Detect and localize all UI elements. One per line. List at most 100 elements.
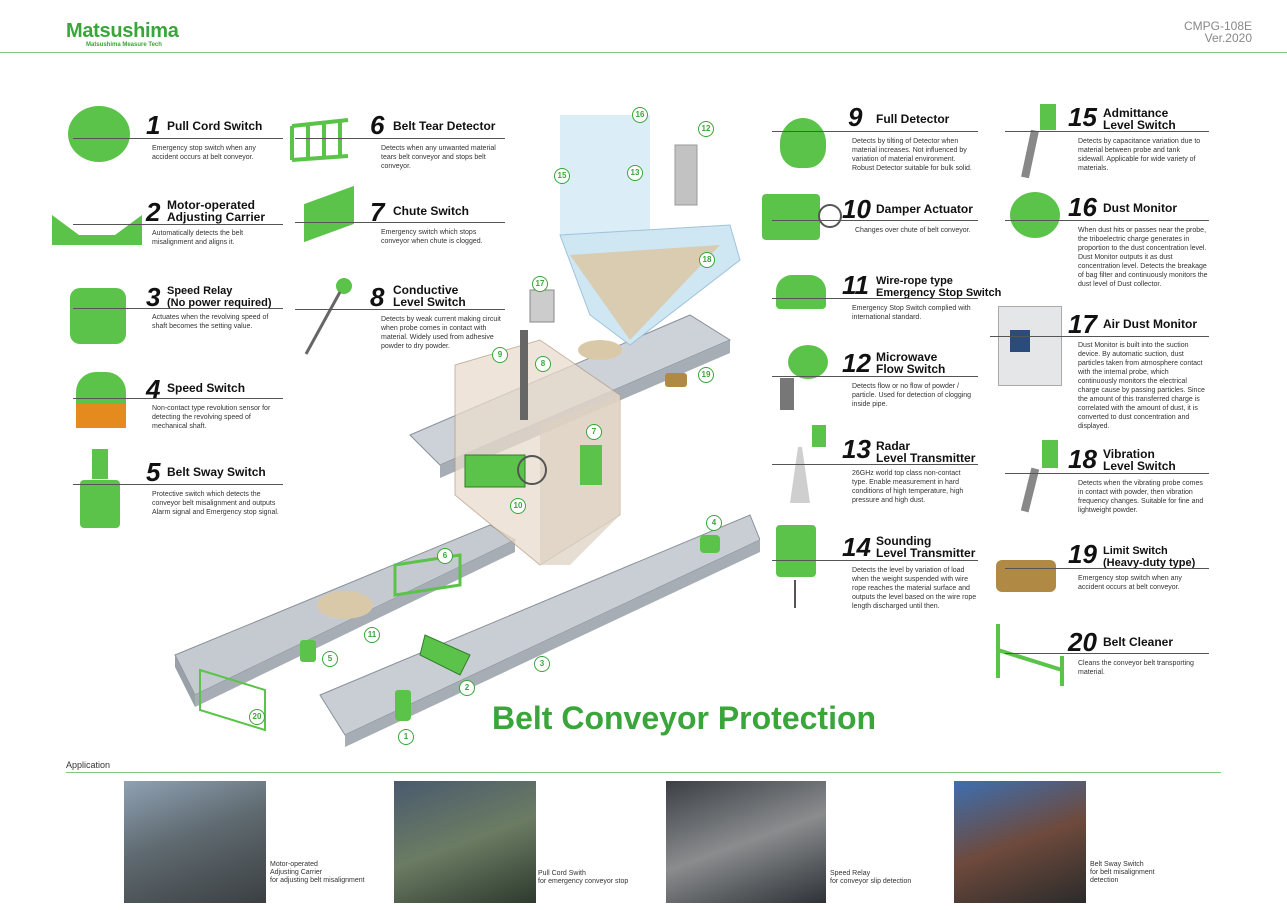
vibration-probe-icon (1020, 467, 1040, 513)
air-dust-display-icon (1010, 330, 1030, 352)
application-caption: Motor-operated Adjusting Carrier for adj… (270, 861, 365, 884)
item-description: Dust Monitor is built into the suction d… (1078, 342, 1205, 430)
diagram-tag-8: 8 (535, 356, 551, 372)
diagram-tag-20: 20 (249, 709, 265, 725)
item-title: Microwave Flow Switch (876, 350, 946, 376)
item-number: 7 (370, 197, 385, 227)
item-description: Detects when the vibrating probe comes i… (1078, 480, 1204, 514)
item-title: Damper Actuator (876, 202, 973, 216)
item-description: When dust hits or passes near the probe,… (1078, 227, 1208, 288)
air-dust-monitor-icon (998, 306, 1062, 386)
item-number: 11 (842, 270, 869, 300)
flow-switch-probe-icon (780, 378, 794, 410)
item-number: 3 (146, 282, 161, 312)
item-title: Sounding Level Transmitter (876, 534, 976, 560)
item-number: 9 (848, 102, 863, 132)
application-caption: Pull Cord Swith for emergency conveyor s… (538, 870, 629, 885)
diagram-tag-9: 9 (492, 347, 508, 363)
application-photo-speed-relay (666, 781, 826, 903)
wire-rope-switch-icon (776, 275, 826, 309)
item-number: 6 (370, 110, 385, 140)
item-description: 26GHz world top class non-contact type. … (852, 470, 964, 504)
item-description: Detects flow or no flow of powder / part… (852, 383, 972, 408)
item-number: 10 (842, 194, 871, 224)
item-title: Pull Cord Switch (167, 119, 263, 133)
item-title: Wire-rope type Emergency Stop Switch (876, 275, 1002, 299)
item-title: Admittance Level Switch (1103, 106, 1176, 132)
item-description: Non-contact type revolution sensor for d… (152, 405, 271, 430)
item-number: 1 (146, 110, 161, 140)
item-description: Changes over chute of belt conveyor. (855, 227, 971, 234)
item-divider (1005, 220, 1209, 221)
item-number: 4 (146, 374, 161, 404)
brand-subtitle: Matsushima Measure Tech (86, 42, 162, 48)
item-title: Chute Switch (393, 204, 470, 218)
diagram-tag-13: 13 (627, 165, 643, 181)
speed-switch-base-icon (76, 404, 126, 428)
full-detector-icon (780, 118, 826, 168)
application-photo-carrier (124, 781, 266, 903)
item-divider (1005, 131, 1209, 132)
item-title: Dust Monitor (1103, 201, 1177, 215)
item-divider (295, 309, 505, 310)
diagram-tag-2: 2 (459, 680, 475, 696)
diagram-tag-1: 1 (398, 729, 414, 745)
limit-switch-icon (996, 560, 1056, 592)
doc-code: CMPG-108E (1183, 19, 1252, 33)
application-photo-belt-sway (954, 781, 1086, 903)
item-title: Radar Level Transmitter (876, 439, 976, 465)
diagram-tag-12: 12 (698, 121, 714, 137)
diagram-tag-6: 6 (437, 548, 453, 564)
diagram-tag-3: 3 (534, 656, 550, 672)
document-id: CMPG-108E Ver.2020 (1184, 20, 1252, 44)
item-description: Emergency stop switch when any accident … (1078, 575, 1182, 591)
pull-cord-switch-icon (68, 106, 130, 162)
item-divider (990, 336, 1209, 337)
application-divider (66, 772, 1221, 773)
item-divider (73, 138, 283, 139)
item-divider (772, 560, 978, 561)
diagram-tag-15: 15 (554, 168, 570, 184)
dust-monitor-icon (1010, 192, 1060, 238)
damper-wheel-icon (818, 204, 842, 228)
application-label: Application (66, 760, 111, 770)
item-description: Cleans the conveyor belt transporting ma… (1078, 660, 1194, 676)
diagram-tag-16: 16 (632, 107, 648, 123)
admittance-switch-icon (1040, 104, 1056, 130)
item-title: Belt Cleaner (1103, 635, 1174, 649)
item-divider (1005, 568, 1209, 569)
diagram-tag-18: 18 (699, 252, 715, 268)
item-description: Emergency Stop Switch complied with inte… (852, 305, 971, 321)
diagram-tag-19: 19 (698, 367, 714, 383)
item-number: 12 (842, 348, 871, 378)
item-number: 14 (842, 532, 871, 562)
doc-version: Ver.2020 (1204, 31, 1252, 45)
belt-cleaner-icon (996, 624, 1064, 686)
item-title: Conductive Level Switch (393, 283, 466, 309)
item-divider (772, 298, 978, 299)
radar-head-icon (812, 425, 826, 447)
speed-relay-icon (70, 288, 126, 344)
item-number: 16 (1068, 192, 1097, 222)
item-number: 5 (146, 457, 161, 487)
belt-sway-switch-icon (80, 480, 120, 528)
item-number: 2 (146, 197, 161, 227)
item-divider (1005, 473, 1209, 474)
conveyor-illustration (174, 115, 760, 747)
item-divider (772, 131, 978, 132)
item-divider (73, 308, 283, 309)
item-number: 15 (1068, 102, 1097, 132)
diagram-tag-7: 7 (586, 424, 602, 440)
item-divider (73, 224, 283, 225)
item-description: Detects by weak current making circuit w… (381, 316, 501, 350)
item-description: Automatically detects the belt misalignm… (152, 230, 244, 246)
item-title: Motor-operated Adjusting Carrier (167, 198, 266, 224)
item-title: Limit Switch (Heavy-duty type) (1103, 545, 1196, 569)
microwave-flow-switch-icon (788, 345, 828, 379)
item-title: Air Dust Monitor (1103, 317, 1197, 331)
item-number: 8 (370, 282, 385, 312)
item-title: Full Detector (876, 112, 950, 126)
diagram-tag-5: 5 (322, 651, 338, 667)
item-description: Detects by tilting of Detector when mate… (852, 138, 972, 172)
application-caption: Belt Sway Switch for belt misalignment d… (1090, 861, 1155, 884)
